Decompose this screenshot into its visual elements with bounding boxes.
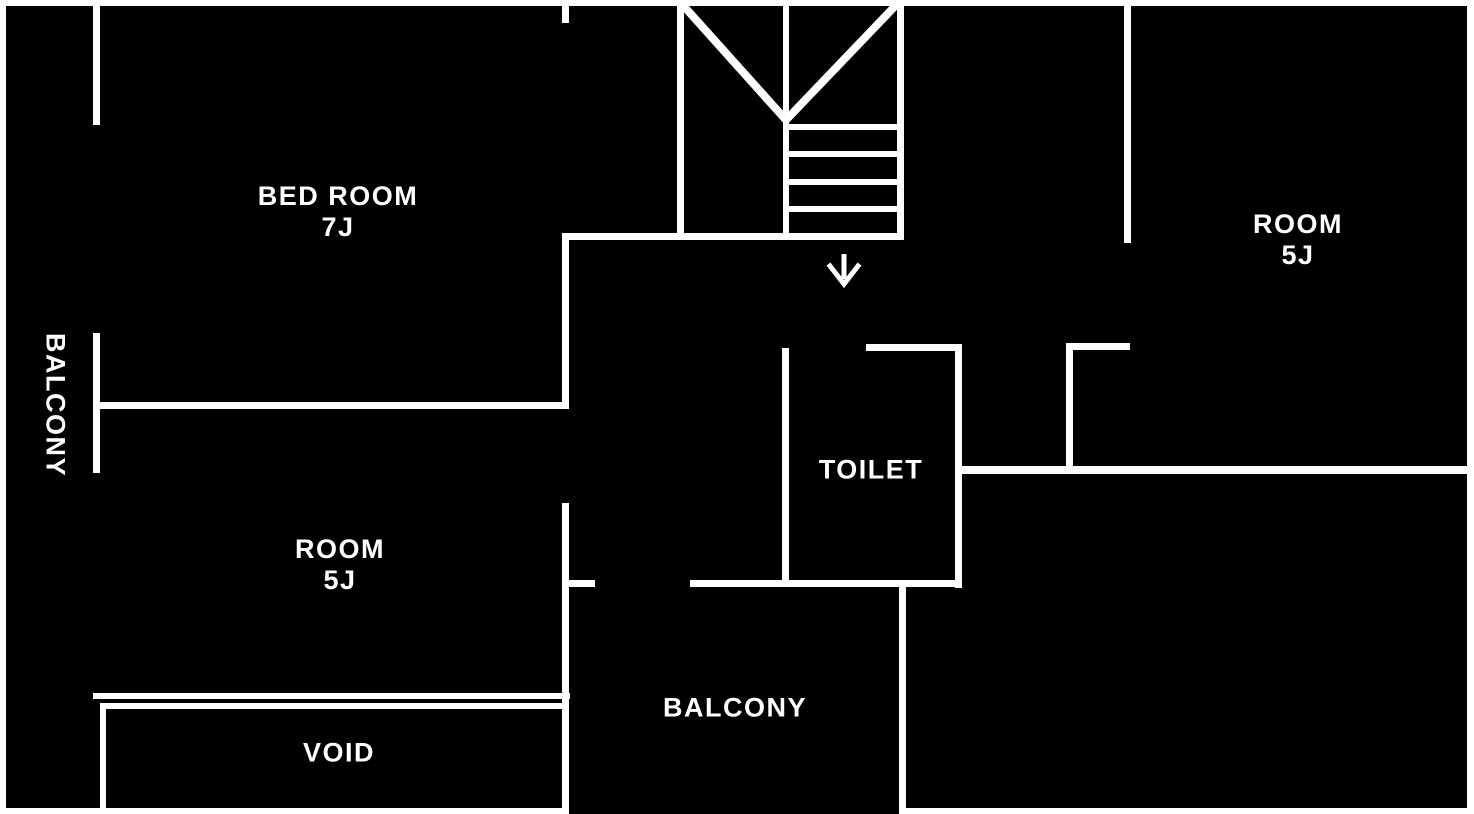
wall-center-upper — [562, 233, 569, 409]
balcony-bottom-label: BALCONY — [663, 692, 807, 723]
wall-hall-nub — [562, 580, 595, 587]
wall-toilet-bottom — [690, 580, 962, 587]
toilet-label: TOILET — [818, 454, 924, 485]
wall-room-left-bottom — [93, 693, 570, 699]
room-top-right-label-number: 5J — [1281, 240, 1315, 270]
bedroom-label-name: BED ROOM — [257, 181, 419, 211]
wall-room-right-nub-v — [1066, 343, 1073, 472]
wall-right-border — [1467, 0, 1474, 814]
wall-stair-center — [783, 0, 789, 236]
wall-void-left — [100, 703, 106, 814]
stair-tread — [786, 124, 898, 130]
room-top-right-label-name: ROOM — [1253, 209, 1343, 239]
wall-center-lower — [562, 503, 569, 814]
stair-diagonal-right — [783, 0, 901, 123]
wall-stair-left — [677, 0, 684, 240]
stair-tread — [786, 151, 898, 157]
wall-balcony-bottom-right — [899, 585, 906, 814]
room-left-label-number: 5J — [323, 565, 357, 595]
void-label: VOID — [302, 737, 376, 768]
wall-bedroom-room-divider — [93, 402, 565, 409]
wall-room-right-left — [1124, 0, 1131, 243]
room-top-right-label: ROOM 5J — [1253, 209, 1343, 271]
wall-bottom-border-left — [0, 808, 568, 814]
stair-tread — [786, 206, 898, 212]
wall-bedroom-left — [93, 5, 100, 125]
wall-toilet-top — [866, 344, 962, 351]
stair-tread — [786, 179, 898, 185]
wall-bottom-border-right — [899, 808, 1474, 814]
wall-right-middle — [957, 466, 1474, 474]
room-left-label-name: ROOM — [295, 534, 385, 564]
wall-corridor — [562, 233, 904, 240]
room-left-label: ROOM 5J — [295, 534, 385, 596]
wall-void-top — [100, 703, 568, 709]
wall-toilet-left — [782, 348, 789, 585]
wall-stair-right — [897, 0, 904, 240]
bedroom-label: BED ROOM 7J — [258, 181, 419, 243]
wall-top-border — [0, 0, 1474, 6]
wall-left-border — [0, 0, 6, 814]
wall-toilet-right — [955, 344, 962, 588]
wall-room-right-nub-h — [1066, 343, 1130, 350]
stairs-down-arrow-icon — [826, 254, 862, 289]
stair-diagonal-left — [678, 0, 789, 123]
bedroom-label-number: 7J — [321, 212, 355, 242]
wall-center-top-tick — [562, 0, 569, 23]
balcony-left-label: BALCONY — [40, 333, 71, 477]
